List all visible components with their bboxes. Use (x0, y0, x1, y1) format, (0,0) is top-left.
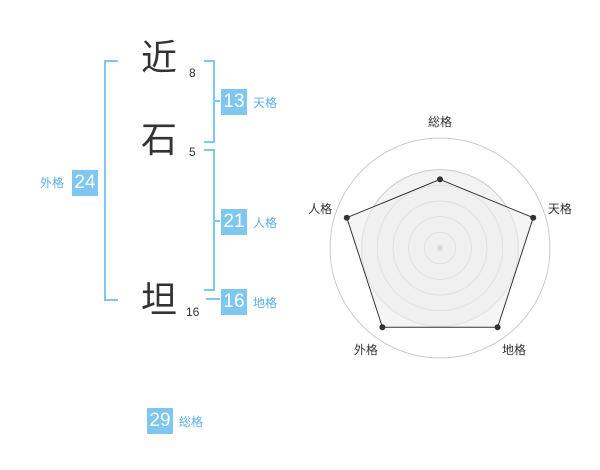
soukaku-value: 29 (147, 408, 173, 434)
stroke-count-1: 8 (189, 66, 196, 80)
radar-axis-label-1: 総格 (428, 114, 452, 129)
chikaku-label: 地格 (253, 296, 278, 310)
radar-axis-label-2: 天格 (548, 201, 572, 216)
radar-axis-label-4: 外格 (354, 342, 378, 357)
radar-axis-label-5: 人格 (308, 201, 332, 216)
radar-point-3 (494, 324, 501, 331)
gaikaku-bracket (104, 60, 118, 301)
tenkaku-label: 天格 (253, 96, 278, 110)
jinkaku-value: 21 (221, 209, 247, 235)
tenkaku-connector (213, 100, 220, 102)
chikaku-connector (206, 298, 220, 300)
radar-outer-circle (329, 137, 551, 359)
gaikaku-value: 24 (72, 170, 98, 196)
jinkaku-label: 人格 (253, 216, 278, 230)
radar-point-1 (437, 176, 443, 183)
radar-point-5 (343, 214, 350, 221)
soukaku-label: 総格 (179, 415, 204, 429)
gaikaku-label: 外格 (40, 176, 65, 190)
chikaku-value: 16 (221, 289, 247, 315)
radar-point-2 (530, 214, 537, 221)
stroke-count-2: 5 (189, 145, 196, 159)
radar-series (343, 176, 537, 331)
radar-polygon (346, 178, 534, 328)
jinkaku-connector (213, 220, 220, 222)
radar-axis-label-3: 地格 (502, 342, 526, 357)
name-char-3: 坦 (141, 280, 178, 321)
name-char-1: 近 (141, 38, 178, 79)
tenkaku-value: 13 (221, 89, 247, 115)
radar-point-4 (379, 324, 386, 331)
name-char-2: 石 (141, 120, 178, 161)
stroke-count-3: 16 (186, 305, 200, 319)
